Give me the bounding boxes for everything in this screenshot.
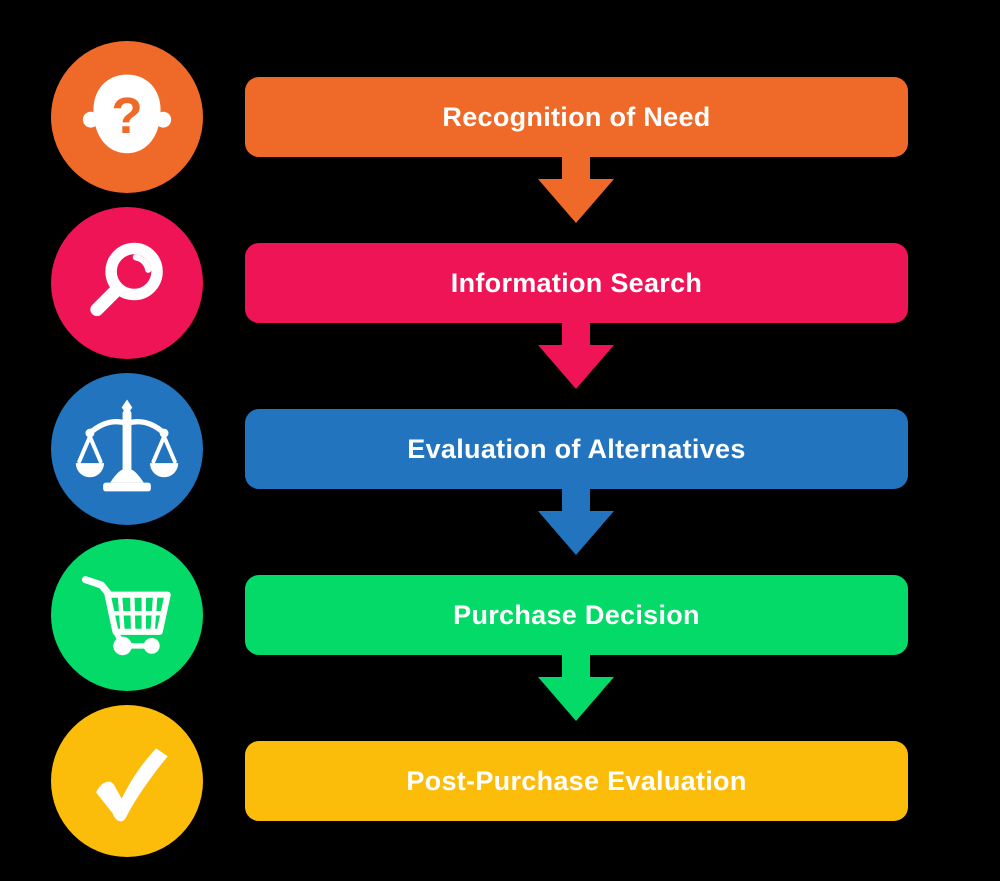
magnifier-icon	[51, 207, 203, 359]
down-arrow-icon	[538, 655, 614, 721]
shopping-cart-glyph	[81, 576, 171, 656]
process-step-row: Evaluation of Alternatives	[0, 373, 1000, 597]
step-banner: Post-Purchase Evaluation	[245, 741, 908, 821]
step-label: Purchase Decision	[453, 599, 700, 630]
head-question-glyph: ?	[82, 74, 172, 154]
process-step-row: ? Recognition of Need	[0, 41, 1000, 265]
step-label: Information Search	[450, 267, 703, 298]
magnifier-glyph	[90, 242, 163, 317]
checkmark-glyph	[96, 748, 168, 822]
svg-text:?: ?	[111, 87, 142, 144]
down-arrow-icon	[538, 489, 614, 555]
step-banner: Evaluation of Alternatives	[245, 409, 908, 489]
head-question-icon: ?	[51, 41, 203, 193]
step-label: Recognition of Need	[442, 101, 711, 132]
balance-scale-icon	[51, 373, 203, 525]
shopping-cart-icon	[51, 539, 203, 691]
down-arrow-icon	[538, 323, 614, 389]
step-banner: Recognition of Need	[245, 77, 908, 157]
balance-scale-glyph	[75, 399, 179, 492]
down-arrow-icon	[538, 157, 614, 223]
step-label: Post-Purchase Evaluation	[406, 765, 747, 796]
process-step-row: Purchase Decision	[0, 539, 1000, 763]
step-label: Evaluation of Alternatives	[407, 433, 746, 464]
process-step-row: Post-Purchase Evaluation	[0, 705, 1000, 881]
checkmark-icon	[51, 705, 203, 857]
process-step-row: Information Search	[0, 207, 1000, 431]
step-banner: Purchase Decision	[245, 575, 908, 655]
step-banner: Information Search	[245, 243, 908, 323]
